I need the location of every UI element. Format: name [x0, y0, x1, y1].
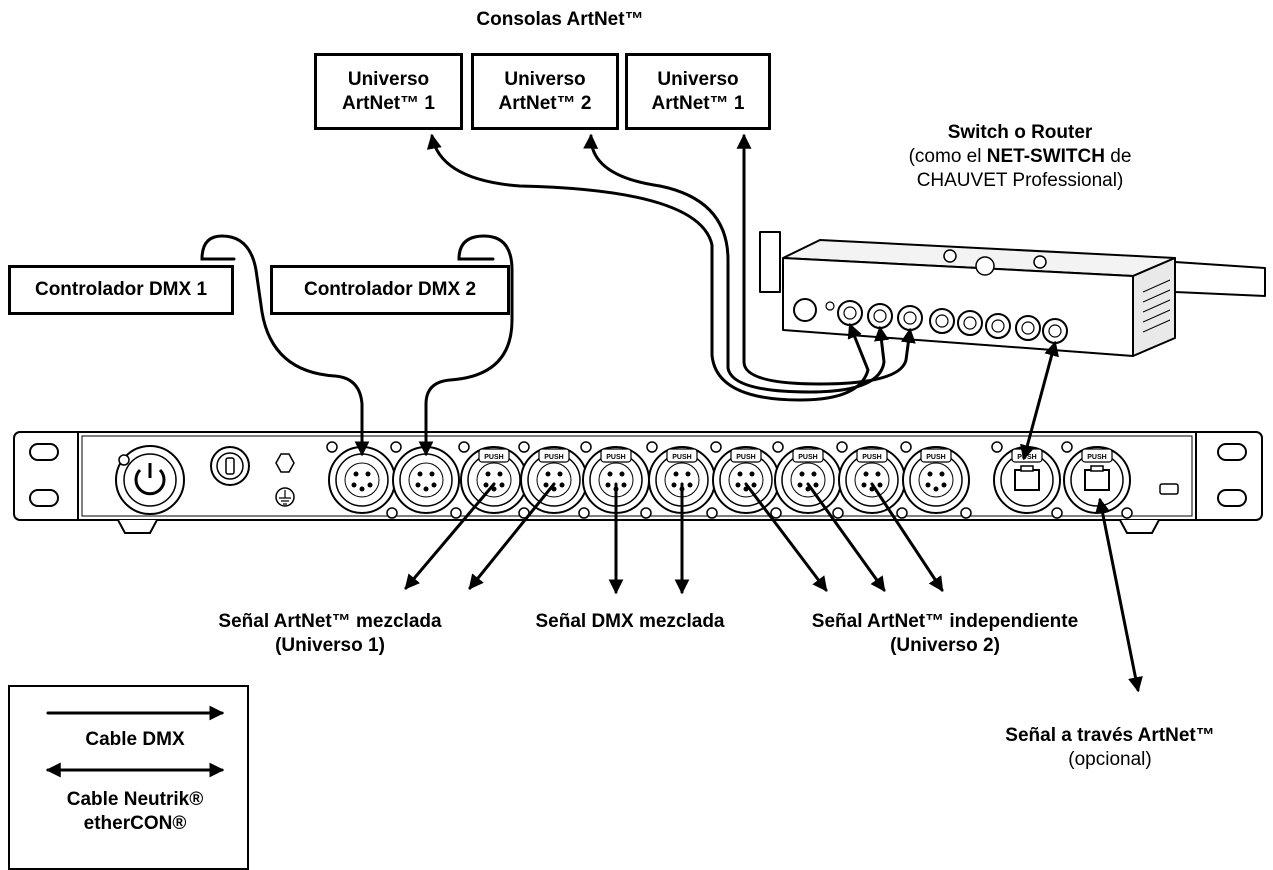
dmx-cable-controller-1	[200, 234, 370, 457]
label-mixed-artnet-line1: Señal ArtNet™ mezclada	[218, 611, 442, 632]
ground-terminal	[275, 453, 295, 507]
universe-box-line: ArtNet™ 1	[651, 93, 745, 114]
label-via-artnet-line2: (opcional)	[1068, 749, 1152, 770]
label-independent-artnet-line1: Señal ArtNet™ independiente	[811, 611, 1079, 632]
dmx-out-mixed-artnet-1	[404, 482, 496, 590]
ethercon-cable-optional-output	[1095, 497, 1143, 693]
universe-box-2: Universo ArtNet™ 2	[471, 53, 619, 130]
universe-box-3: Universo ArtNet™ 1	[625, 53, 771, 130]
ethercon-cable-switch-device	[1020, 340, 1059, 461]
universe-box-line: ArtNet™ 2	[498, 93, 592, 114]
label-via-artnet-line1: Señal a través ArtNet™	[1005, 725, 1215, 746]
label-mixed-artnet: Señal ArtNet™ mezclada (Universo 1)	[180, 610, 480, 658]
label-independent-artnet-line2: (Universo 2)	[890, 635, 1000, 656]
legend-ethercon-line2: etherCON®	[83, 813, 187, 834]
dmx-out-independent-3	[870, 482, 944, 592]
switch-caption-pre: (como el	[908, 146, 987, 167]
push-badge-label: PUSH	[736, 454, 755, 461]
ethercon-cable-universe-1b	[736, 133, 916, 386]
controller-dmx-2: Controlador DMX 2	[270, 265, 510, 315]
universe-box-1: Universo ArtNet™ 1	[314, 53, 463, 130]
push-badge-label: PUSH	[798, 454, 817, 461]
switch-caption-brand: CHAUVET Professional)	[916, 170, 1124, 191]
label-independent-artnet: Señal ArtNet™ independiente (Universo 2)	[770, 610, 1120, 658]
ethercon-cable-universe-2	[583, 133, 889, 394]
switch-caption-bold: NET-SWITCH	[986, 146, 1105, 167]
label-via-artnet: Señal a través ArtNet™ (opcional)	[960, 724, 1260, 772]
label-mixed-artnet-line2: (Universo 1)	[275, 635, 385, 656]
switch-caption-title: Switch o Router	[947, 122, 1093, 143]
push-badge-label: PUSH	[862, 454, 881, 461]
legend-ethercon-line1: Cable Neutrik®	[66, 789, 204, 810]
legend-ethercon-label: Cable Neutrik® etherCON®	[30, 788, 240, 836]
push-badge-label: PUSH	[484, 454, 503, 461]
dmx-out-mixed-artnet-2	[468, 482, 556, 590]
universe-box-line: ArtNet™ 1	[342, 93, 435, 114]
network-switch	[759, 231, 1266, 357]
consoles-title: Consolas ArtNet™	[476, 9, 644, 30]
universe-box-line: Universo	[347, 69, 430, 90]
switch-caption-post: de	[1104, 146, 1132, 167]
dmx-out-independent-1	[744, 482, 828, 592]
push-badge-label: PUSH	[672, 454, 691, 461]
power-switch	[210, 446, 250, 486]
controller-dmx-1: Controlador DMX 1	[8, 265, 234, 315]
universe-box-line: Universo	[657, 69, 739, 90]
push-badge-label: PUSH	[926, 454, 945, 461]
label-mixed-dmx: Señal DMX mezclada	[535, 611, 725, 632]
push-badge-label: PUSH	[1087, 454, 1106, 461]
push-badge-label: PUSH	[544, 454, 563, 461]
cables	[45, 133, 1143, 778]
power-connector	[115, 445, 185, 515]
connection-diagram: PUSH PUSH PUSH PUSH PUSH PUSH PUSH PUSH …	[13, 133, 1266, 778]
legend-box	[8, 685, 249, 870]
legend-dmx-label: Cable DMX	[85, 729, 185, 750]
universe-box-line: Universo	[504, 69, 586, 90]
switch-caption-model: (como el NET-SWITCH de	[870, 145, 1170, 169]
switch-caption: Switch o Router (como el NET-SWITCH de C…	[870, 121, 1170, 193]
dmx-out-independent-2	[806, 482, 886, 592]
push-badge-label: PUSH	[1017, 454, 1036, 461]
push-badge-label: PUSH	[606, 454, 625, 461]
